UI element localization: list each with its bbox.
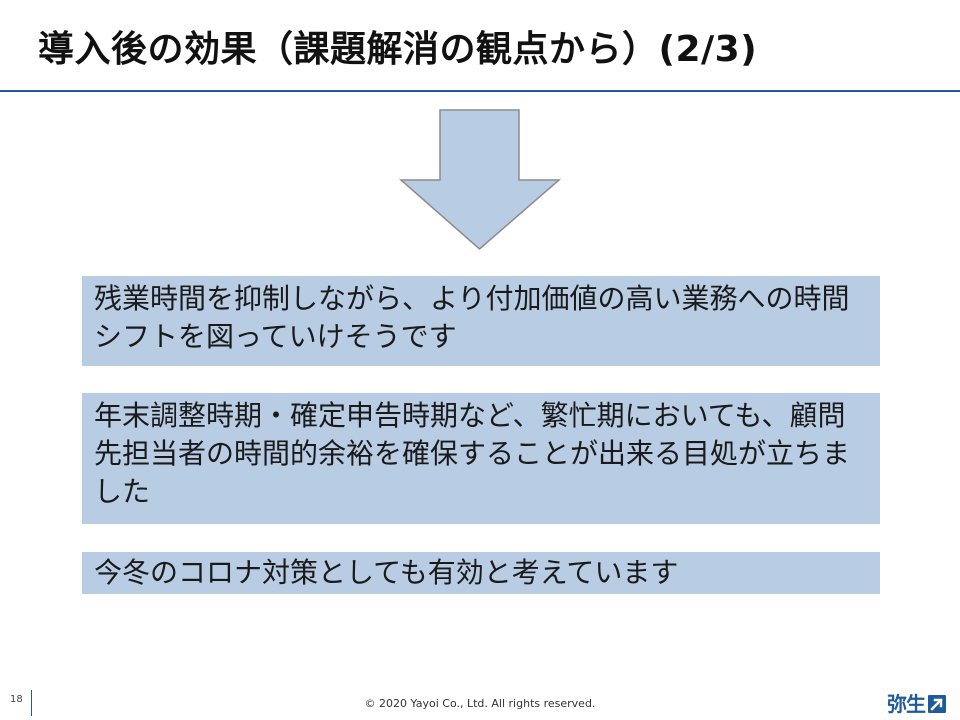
effect-box-overtime: 残業時間を抑制しながら、より付加価値の高い業務への時間シフトを図っていけそうです: [82, 276, 880, 366]
slide-title: 導入後の効果（課題解消の観点から）(2/3): [38, 29, 758, 70]
logo-mark-arrow: [930, 698, 943, 711]
effect-box-busy-season: 年末調整時期・確定申告時期など、繁忙期においても、顧問先担当者の時間的余裕を確保…: [82, 393, 880, 524]
yayoi-logo: 弥生: [887, 690, 946, 718]
logo-text: 弥生: [887, 692, 926, 716]
effect-text-covid: 今冬のコロナ対策としても有効と考えています: [94, 556, 679, 589]
arrow-up-right-icon: [928, 695, 946, 713]
effect-text-overtime: 残業時間を抑制しながら、より付加価値の高い業務への時間シフトを図っていけそうです: [94, 282, 850, 353]
down-arrow-icon: [399, 109, 561, 250]
title-divider: [0, 90, 960, 92]
footer-divider: [31, 690, 32, 716]
effect-text-busy-season: 年末調整時期・確定申告時期など、繁忙期においても、顧問先担当者の時間的余裕を確保…: [94, 399, 851, 508]
effect-box-covid: 今冬のコロナ対策としても有効と考えています: [82, 552, 880, 594]
page-number: 18: [10, 694, 23, 705]
down-arrow-shape: [399, 109, 561, 250]
copyright-notice: © 2020 Yayoi Co., Ltd. All rights reserv…: [364, 697, 596, 710]
